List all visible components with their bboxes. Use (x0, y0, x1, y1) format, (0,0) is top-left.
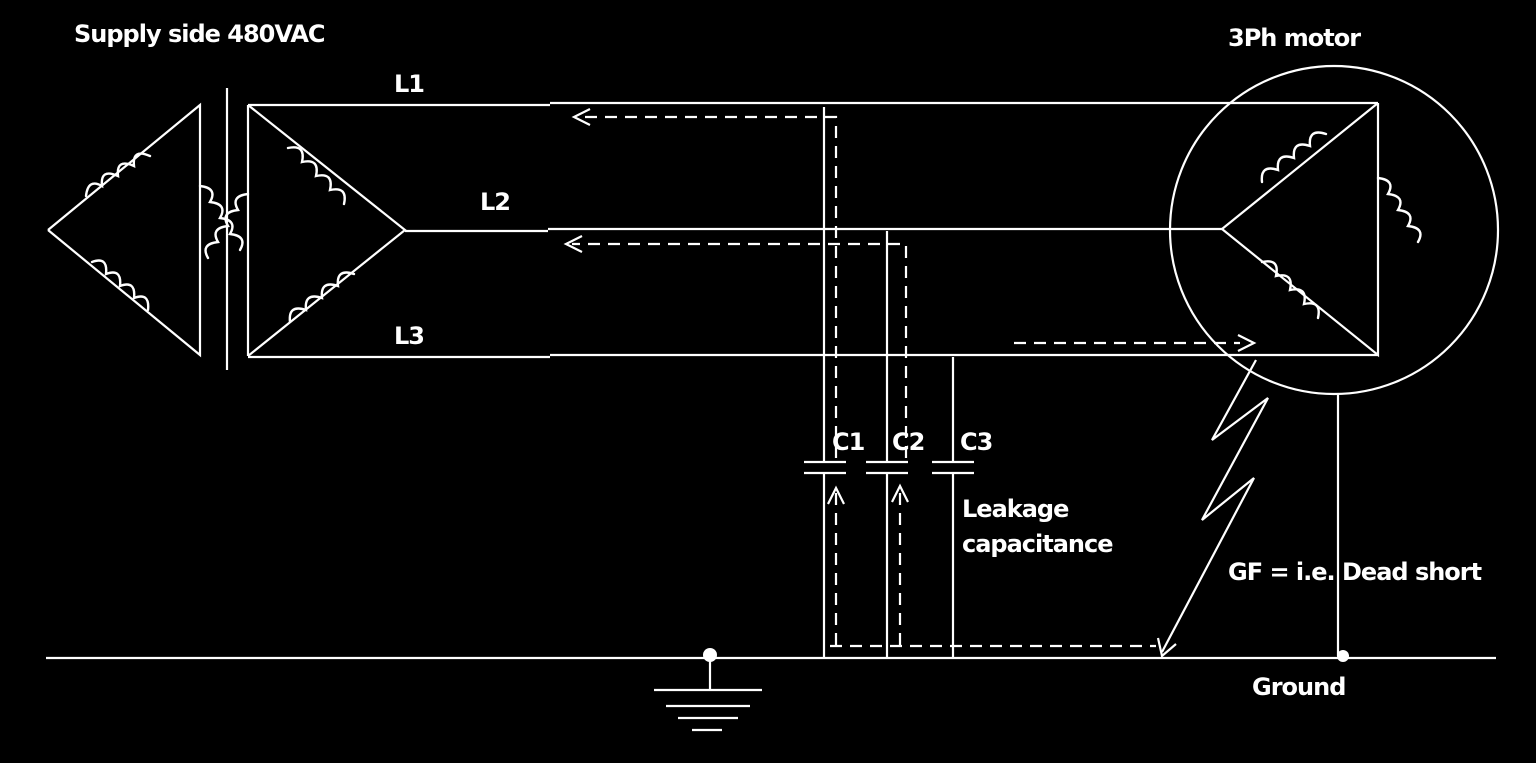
supply-title: Supply side 480VAC (74, 20, 325, 48)
motor-coil-upper-icon (1260, 131, 1328, 184)
motor-ground-node (1337, 650, 1349, 662)
motor-housing (1168, 64, 1500, 396)
leakage-capacitance-label-line2: capacitance (962, 530, 1113, 558)
motor-winding (1220, 102, 1380, 358)
primary-coil-upper-icon (84, 152, 152, 198)
capacitor-c2-icon (866, 231, 908, 658)
capacitor-c1-icon (804, 107, 846, 658)
motor-coil-right-icon (1376, 176, 1422, 244)
ground-fault-note: GF = i.e. Dead short (1228, 558, 1482, 586)
line-l1-label: L1 (394, 70, 424, 98)
secondary-coil-left-icon (204, 192, 250, 260)
secondary-coil-upper-icon (286, 146, 346, 206)
line-l2-label: L2 (480, 188, 510, 216)
fault-current-path-c1 (571, 108, 845, 645)
line-l3-label: L3 (394, 322, 424, 350)
transformer-secondary-winding (246, 104, 407, 357)
leakage-capacitance-label-line1: Leakage (962, 495, 1069, 523)
primary-coil-lower-icon (90, 259, 150, 312)
capacitor-c3-label: C3 (960, 428, 992, 456)
transformer-primary-winding (47, 102, 202, 358)
motor-title: 3Ph motor (1228, 24, 1361, 52)
motor-coil-lower-icon (1260, 260, 1320, 320)
fault-current-l3-path (1014, 334, 1257, 352)
fault-current-path-c2 (563, 235, 909, 645)
earth-ground-icon (654, 648, 762, 732)
ground-label: Ground (1252, 673, 1345, 701)
capacitor-c2-label: C2 (892, 428, 924, 456)
primary-coil-right-icon (198, 184, 244, 252)
secondary-coil-lower-icon (288, 271, 356, 324)
capacitor-c3-icon (932, 357, 974, 658)
capacitor-c1-label: C1 (832, 428, 865, 456)
ground-fault-lightning-icon (1156, 359, 1269, 659)
